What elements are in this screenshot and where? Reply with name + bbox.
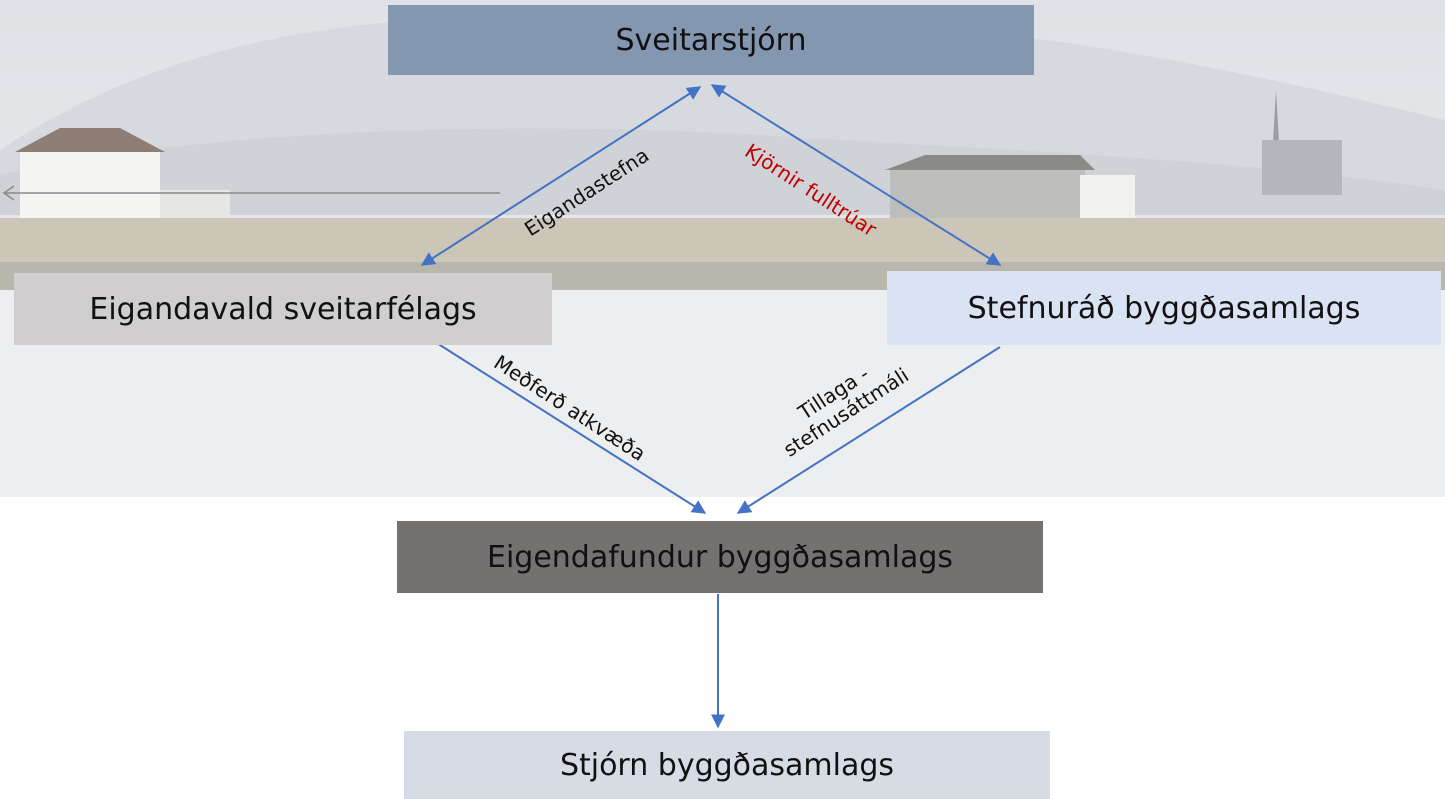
node-stefnurad: Stefnuráð byggðasamlags — [887, 271, 1441, 345]
node-stjorn-label: Stjórn byggðasamlags — [559, 747, 895, 783]
arrow-stefnurad-eigendafundur — [736, 346, 1001, 514]
node-eigendafundur: Eigendafundur byggðasamlags — [397, 521, 1043, 593]
arrow-sveitarstjorn-stefnurad — [710, 84, 1002, 266]
node-stefnurad-label: Stefnuráð byggðasamlags — [967, 290, 1361, 326]
house-left-icon — [20, 150, 160, 220]
node-eigendafundur-label: Eigendafundur byggðasamlags — [487, 539, 953, 575]
node-eigandavald-label: Eigandavald sveitarfélags — [89, 291, 477, 327]
arrow-eigandavald-eigendafundur — [431, 339, 707, 514]
node-stjorn: Stjórn byggðasamlags — [404, 731, 1050, 799]
node-sveitarstjorn: Sveitarstjórn — [388, 5, 1034, 75]
node-sveitarstjorn-label: Sveitarstjórn — [615, 22, 807, 58]
arrow-sveitarstjorn-eigandavald — [420, 86, 702, 266]
node-eigandavald: Eigandavald sveitarfélags — [14, 273, 552, 345]
